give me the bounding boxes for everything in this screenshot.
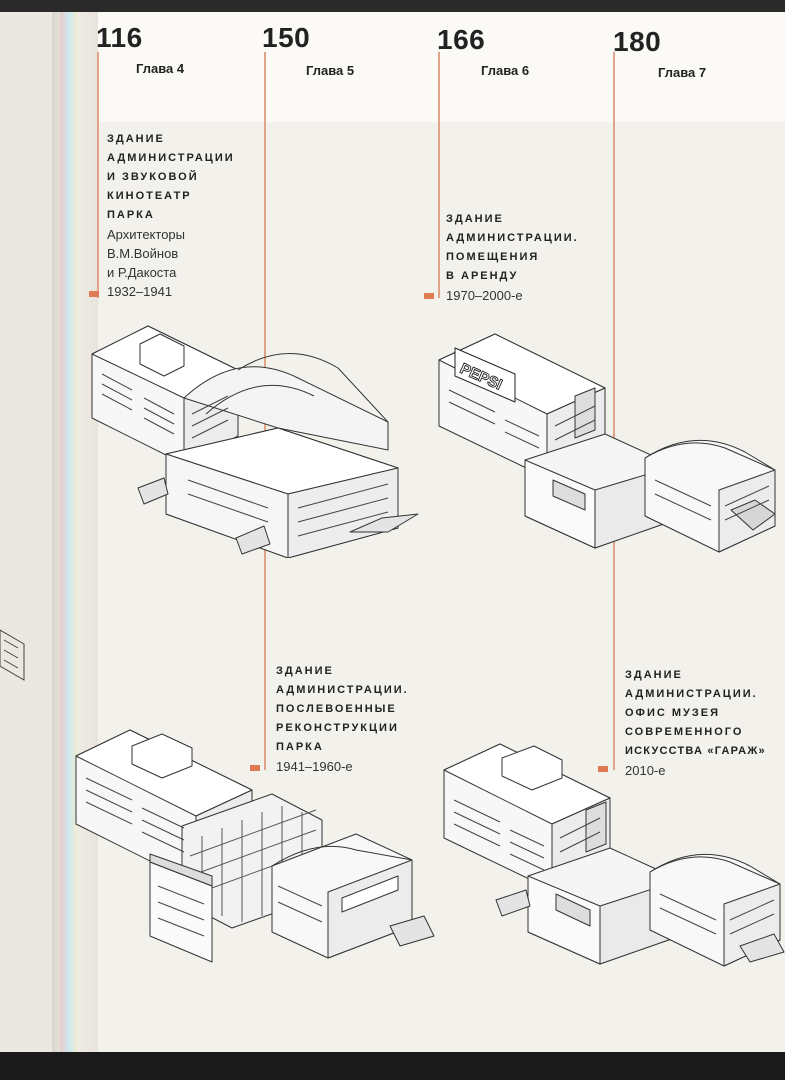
- building-illustration-1970: PEPSI: [438, 333, 776, 553]
- entry-years: 1970–2000-е: [446, 288, 523, 303]
- entry-title-line: РЕКОНСТРУКЦИИ: [276, 722, 399, 734]
- page-number-1: 116: [96, 22, 143, 53]
- entry-subtitle-line: Архитекторы: [107, 227, 185, 242]
- page-header-band: [0, 12, 785, 122]
- year-marker-3: [250, 765, 260, 771]
- page-number-2: 150: [262, 22, 311, 53]
- entry-years: 2010-е: [625, 763, 666, 778]
- entry-title-line: АДМИНИСТРАЦИИ: [107, 152, 235, 164]
- entry-title-line: ПАРКА: [107, 209, 155, 221]
- entry-1941-1960: ЗДАНИЕ АДМИНИСТРАЦИИ. ПОСЛЕВОЕННЫЕ РЕКОН…: [276, 662, 446, 777]
- entry-title-line: КИНОТЕАТР: [107, 190, 192, 202]
- previous-page-drawing-fragment: [0, 629, 25, 681]
- entry-title-line: ПОМЕЩЕНИЯ: [446, 251, 540, 263]
- entry-years: 1941–1960-е: [276, 759, 353, 774]
- scan-border-bottom: [0, 1052, 785, 1080]
- book-gutter: [52, 12, 98, 1052]
- timeline-line-4: [613, 52, 615, 770]
- timeline-line-1: [97, 52, 99, 298]
- entry-1970-2000: ЗДАНИЕ АДМИНИСТРАЦИИ. ПОМЕЩЕНИЯ В АРЕНДУ…: [446, 210, 616, 306]
- entry-title-line: АДМИНИСТРАЦИИ.: [276, 684, 409, 696]
- entry-title-line: АДМИНИСТРАЦИИ.: [625, 688, 758, 700]
- chapter-label-3: Глава 6: [481, 63, 530, 78]
- year-marker-4: [598, 766, 608, 772]
- entry-title-line: ПОСЛЕВОЕННЫЕ: [276, 703, 397, 715]
- entry-title-line: ОФИС МУЗЕЯ: [625, 707, 720, 719]
- entry-title-line: И ЗВУКОВОЙ: [107, 171, 199, 183]
- building-illustration-1932: [91, 325, 419, 558]
- chapter-label-2: Глава 5: [306, 63, 355, 78]
- entry-2010s: ЗДАНИЕ АДМИНИСТРАЦИИ. ОФИС МУЗЕЯ СОВРЕМЕ…: [625, 666, 783, 781]
- scan-color-fringe: [60, 12, 78, 1052]
- year-marker-2: [424, 293, 434, 299]
- timeline-line-3: [438, 52, 440, 298]
- building-illustration-2010: [443, 743, 785, 967]
- entry-title-line: ЗДАНИЕ: [276, 665, 334, 677]
- entry-years: 1932–1941: [107, 284, 173, 299]
- entry-title-line: В АРЕНДУ: [446, 270, 519, 282]
- building-illustration-1941: [75, 729, 435, 963]
- page-number-3: 166: [437, 24, 486, 55]
- page-number-4: 180: [613, 26, 662, 57]
- chapter-label-4: Глава 7: [658, 65, 707, 80]
- chapter-label-1: Глава 4: [136, 61, 185, 76]
- entry-title-line: СОВРЕМЕННОГО: [625, 726, 744, 738]
- year-marker-1: [89, 291, 99, 297]
- entry-subtitle-line: В.М.Войнов: [107, 246, 179, 261]
- entry-title-line: ЗДАНИЕ: [446, 213, 504, 225]
- scan-border-top: [0, 0, 785, 12]
- entry-title-line: ЗДАНИЕ: [625, 669, 683, 681]
- entry-1932-1941: ЗДАНИЕ АДМИНИСТРАЦИИ И ЗВУКОВОЙ КИНОТЕАТ…: [107, 130, 267, 302]
- previous-page-edge: [0, 12, 52, 1052]
- entry-title-line: АДМИНИСТРАЦИИ.: [446, 232, 579, 244]
- entry-subtitle-line: и Р.Дакоста: [107, 265, 177, 280]
- entry-title-line: ИСКУССТВА «ГАРАЖ»: [625, 745, 766, 757]
- entry-title-line: ЗДАНИЕ: [107, 133, 165, 145]
- entry-title-line: ПАРКА: [276, 741, 324, 753]
